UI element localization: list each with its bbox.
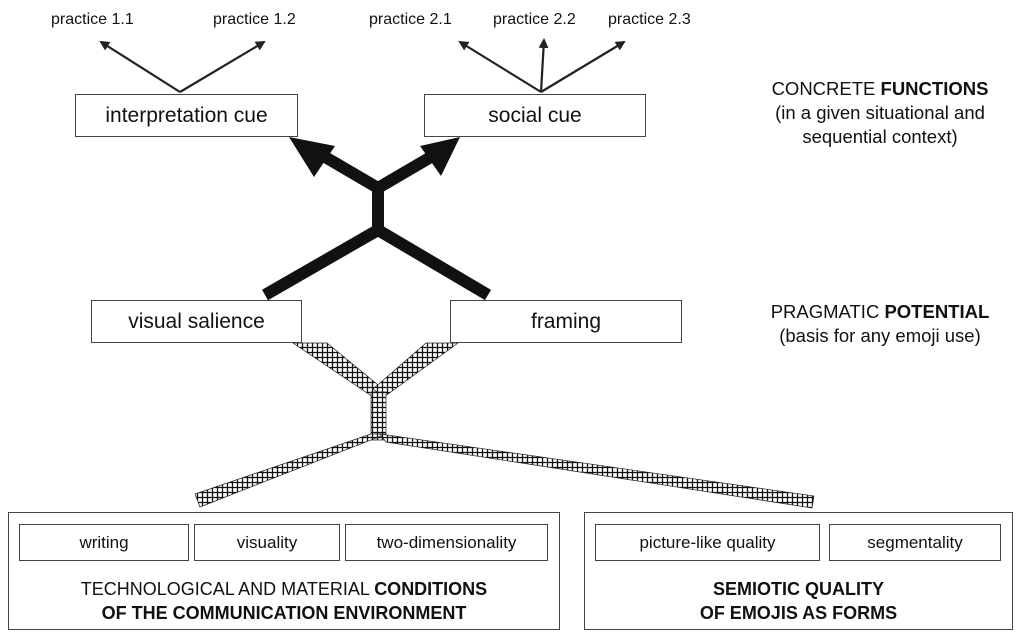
functions-side-label: CONCRETE FUNCTIONS (in a given situation… — [745, 77, 1015, 149]
framing-box: framing — [450, 300, 682, 343]
conditions-caption-bold: CONDITIONS — [374, 579, 488, 599]
framing-label: framing — [530, 309, 602, 333]
practice-1-2-label: practice 1.2 — [213, 11, 296, 28]
function-arrows — [262, 148, 492, 301]
practice-1-1-label: practice 1.1 — [51, 11, 134, 28]
functions-side-sub2: sequential context) — [802, 126, 958, 147]
semiotic-caption-line1: SEMIOTIC QUALITY — [713, 579, 884, 599]
segmentality-box: segmentality — [829, 524, 1001, 561]
visuality-box: visuality — [194, 524, 340, 561]
hatched-connectors — [194, 342, 815, 509]
visuality-label: visuality — [236, 532, 298, 552]
two-dimensionality-label: two-dimensionality — [376, 532, 517, 552]
practice-2-2-label: practice 2.2 — [493, 11, 576, 28]
two-dimensionality-box: two-dimensionality — [345, 524, 548, 561]
practice-arrows — [99, 38, 626, 93]
conditions-caption-line2: OF THE COMMUNICATION ENVIRONMENT — [101, 603, 467, 623]
practice-2-1-label: practice 2.1 — [369, 11, 452, 28]
picture-like-quality-box: picture-like quality — [595, 524, 820, 561]
practice-2-3-label: practice 2.3 — [608, 11, 691, 28]
writing-box: writing — [19, 524, 189, 561]
potential-side-plain: PRAGMATIC — [770, 301, 885, 322]
segmentality-label: segmentality — [867, 532, 963, 552]
writing-label: writing — [79, 532, 129, 552]
semiotic-caption-line2: OF EMOJIS AS FORMS — [699, 603, 898, 623]
interpretation-cue-label: interpretation cue — [105, 103, 268, 127]
potential-side-bold: POTENTIAL — [884, 301, 990, 322]
semiotic-caption: SEMIOTIC QUALITY OF EMOJIS AS FORMS — [584, 577, 1013, 625]
potential-side-sub: (basis for any emoji use) — [779, 325, 981, 346]
picture-like-quality-label: picture-like quality — [639, 532, 776, 552]
conditions-caption: TECHNOLOGICAL AND MATERIAL CONDITIONS OF… — [8, 577, 560, 625]
conditions-caption-plain: TECHNOLOGICAL AND MATERIAL — [80, 579, 375, 599]
potential-side-label: PRAGMATIC POTENTIAL (basis for any emoji… — [745, 300, 1015, 348]
visual-salience-box: visual salience — [91, 300, 302, 343]
social-cue-label: social cue — [488, 103, 582, 127]
interpretation-cue-box: interpretation cue — [75, 94, 298, 137]
functions-side-bold: FUNCTIONS — [880, 78, 989, 99]
functions-side-sub1: (in a given situational and — [775, 102, 985, 123]
functions-side-plain: CONCRETE — [771, 78, 881, 99]
visual-salience-label: visual salience — [128, 309, 265, 333]
social-cue-box: social cue — [424, 94, 646, 137]
